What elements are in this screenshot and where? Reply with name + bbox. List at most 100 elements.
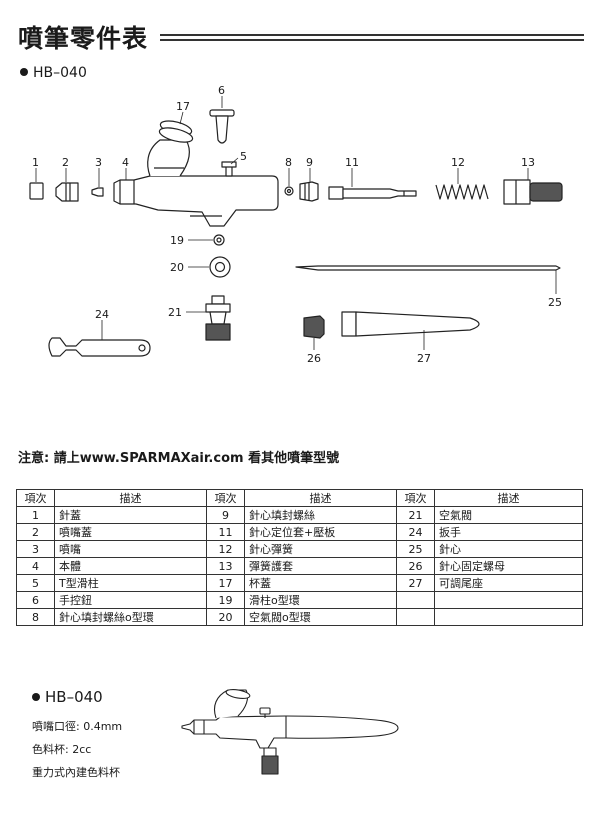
item-description: 手控鈕 [54,591,207,609]
header-item-no: 項次 [16,489,55,507]
item-number: 12 [206,540,245,558]
item-description: 針心 [434,540,583,558]
item-description: 扳手 [434,523,583,541]
item-description: 噴嘴蓋 [54,523,207,541]
header-description: 描述 [434,489,583,507]
table-row: 5 T型滑柱 17 杯蓋 27 可調尾座 [16,574,583,592]
item-number: 9 [206,506,245,524]
nozzle-cap-part [55,182,79,202]
title-row: 噴筆零件表 [18,22,584,56]
callout-9: 9 [306,156,313,169]
spec-cup: 色料杯: 2cc [32,743,92,756]
spec-feed: 重力式內建色料杯 [32,766,120,779]
airbrush-illustration [181,688,399,775]
slide-o-ring-part [213,234,225,246]
table-row: 4 本體 13 彈簧護套 26 針心固定螺母 [16,557,583,575]
item-description: 針心填封螺絲 [244,506,397,524]
item-number: 17 [206,574,245,592]
header-item-no: 項次 [206,489,245,507]
packing-o-ring-part [284,186,294,196]
callout-19: 19 [170,234,184,247]
air-valve-o-ring-part [209,256,231,278]
callout-20: 20 [170,261,184,274]
handle-part [341,311,480,337]
table-header-row: 項次 描述 項次 描述 項次 描述 [16,489,583,507]
table-row: 1 針蓋 9 針心填封螺絲 21 空氣閥 [16,506,583,524]
item-description: 空氣閥 [434,506,583,524]
item-description: 針蓋 [54,506,207,524]
bullet-icon [20,68,28,76]
airbrush-body-part [113,139,279,227]
item-number: 8 [16,608,55,626]
nozzle-part [91,187,104,197]
model-heading: HB–040 [20,64,87,82]
item-number: 19 [206,591,245,609]
header-item-no: 項次 [396,489,435,507]
item-description [434,591,583,609]
item-number: 3 [16,540,55,558]
needle-guide-part [328,186,417,200]
callout-6: 6 [218,84,225,97]
item-description: 針心定位套+壓板 [244,523,397,541]
table-row: 3 噴嘴 12 針心彈簧 25 針心 [16,540,583,558]
item-description: 可調尾座 [434,574,583,592]
needle-spring-part [435,184,489,200]
wrench-part [48,337,151,357]
exploded-parts-diagram: 1 2 3 4 17 6 5 8 9 11 12 13 19 20 25 24 … [29,84,563,365]
callout-4: 4 [122,156,129,169]
needle-cap-part [29,182,44,200]
item-number: 5 [16,574,55,592]
header-description: 描述 [54,489,207,507]
item-description: 針心彈簧 [244,540,397,558]
callout-25: 25 [548,296,562,309]
callout-24: 24 [95,308,109,321]
callout-26: 26 [307,352,321,365]
item-description: 杯蓋 [244,574,397,592]
item-description: 空氣閥o型環 [244,608,397,626]
item-description: 本體 [54,557,207,575]
callout-2: 2 [62,156,69,169]
callout-3: 3 [95,156,102,169]
item-description: T型滑柱 [54,574,207,592]
table-row: 6 手控鈕 19 滑柱o型環 [16,591,583,609]
bullet-icon [32,693,40,701]
title-rule [160,34,584,41]
item-number: 11 [206,523,245,541]
callout-8: 8 [285,156,292,169]
spec-nozzle: 噴嘴口徑: 0.4mm [32,720,123,733]
item-description: 針心填封螺絲o型環 [54,608,207,626]
callout-5: 5 [240,150,247,163]
item-number [396,608,435,626]
needle-part [295,265,561,271]
item-number: 6 [16,591,55,609]
item-number: 26 [396,557,435,575]
item-number: 25 [396,540,435,558]
callout-17: 17 [176,100,190,113]
parts-table: 項次 描述 項次 描述 項次 描述 1 針蓋 9 針心填封螺絲 21 空氣閥 2… [16,489,583,626]
callout-13: 13 [521,156,535,169]
model-label: HB–040 [33,65,87,81]
item-number: 27 [396,574,435,592]
needle-chucking-nut-part [303,315,325,339]
item-description: 滑柱o型環 [244,591,397,609]
model-heading-bottom: HB–040 [32,688,103,706]
table-row: 2 噴嘴蓋 11 針心定位套+壓板 24 扳手 [16,523,583,541]
website-note: 注意: 請上www.SPARMAXair.com 看其他噴筆型號 [18,451,340,466]
model-label-bottom: HB–040 [45,688,103,706]
callout-11: 11 [345,156,359,169]
header-description: 描述 [244,489,397,507]
item-description: 噴嘴 [54,540,207,558]
item-number: 13 [206,557,245,575]
callout-21: 21 [168,306,182,319]
item-number: 21 [396,506,435,524]
item-number [396,591,435,609]
item-number: 2 [16,523,55,541]
callout-27: 27 [417,352,431,365]
air-valve-part [205,295,231,341]
table-row: 8 針心填封螺絲o型環 20 空氣閥o型環 [16,608,583,626]
spring-guide-part [503,179,563,205]
cup-lid-part [158,120,194,143]
callout-12: 12 [451,156,465,169]
page-title: 噴筆零件表 [18,24,149,53]
item-number: 1 [16,506,55,524]
